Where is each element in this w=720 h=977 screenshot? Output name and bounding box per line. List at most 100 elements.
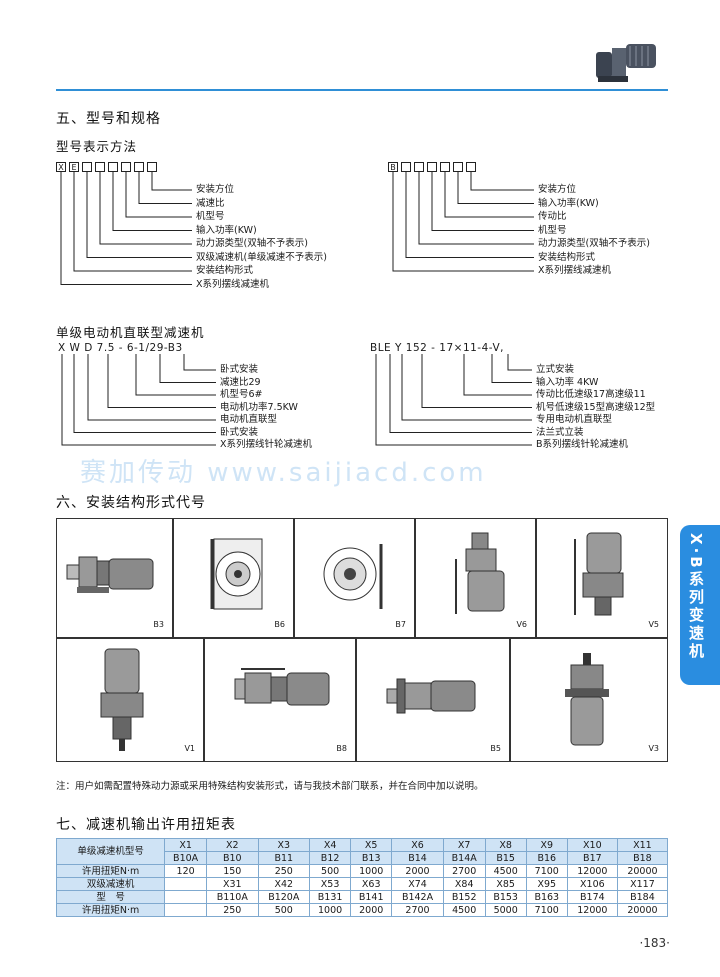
table-cell [164, 890, 208, 904]
table-cell: B153 [484, 890, 527, 904]
table-cell: 7100 [525, 864, 568, 878]
mount-v6: V6 [415, 518, 536, 638]
mount-v6-drawing [455, 532, 505, 614]
leader-line [405, 172, 534, 258]
example-label: 法兰式立装 [536, 426, 584, 438]
table-cell: 150 [206, 864, 259, 878]
code-box [440, 162, 450, 172]
code-box [121, 162, 131, 172]
reducer-motor-logo [596, 44, 656, 82]
table-cell [164, 903, 208, 917]
code-label: X系列摆线减速机 [196, 278, 270, 290]
code-box [82, 162, 92, 172]
leader-line [138, 172, 192, 204]
table-cell: B11 [257, 851, 311, 865]
code-box [95, 162, 105, 172]
mount-b7-label: B7 [395, 620, 406, 629]
table-cell: B142A [391, 890, 444, 904]
leader-line [112, 172, 192, 231]
leader-line [457, 172, 534, 204]
mount-v1-drawing [100, 648, 144, 751]
mount-v5-drawing [574, 532, 624, 616]
table-cell: B15 [484, 851, 527, 865]
table-cell: 许用扭矩N·m [55, 903, 166, 917]
leader-line [125, 172, 192, 218]
example-label: 卧式安装 [220, 364, 259, 375]
table-cell: 型 号 [55, 890, 166, 904]
table-cell: X53 [309, 877, 352, 891]
mount-b6-label: B6 [274, 620, 285, 629]
example-label: 电动机功率7.5KW [220, 401, 298, 413]
table-cell: 20000 [616, 864, 669, 878]
table-cell: 许用扭矩N·m [55, 864, 166, 878]
leader-line [159, 354, 216, 383]
leader-line [86, 172, 192, 258]
table-cell: B110A [206, 890, 259, 904]
mount-b6-drawing [210, 538, 263, 610]
section5-subtitle: 型号表示方法 [56, 139, 138, 154]
mount-v3-label: V3 [648, 744, 659, 753]
example-code-left: X W D 7.5 - 6-1/29-B3 [58, 342, 183, 354]
leader-line [60, 172, 192, 285]
leader-lines [392, 172, 534, 272]
mount-b8: B8 [204, 638, 356, 762]
table-cell: X1 [164, 838, 208, 852]
code-box [453, 162, 463, 172]
code-box [466, 162, 476, 172]
watermark: 赛加传动 www.saijiacd.com [80, 458, 487, 488]
table-row: 单级减速机型号 X1 X2 X3 X4 X5 X6 X7 X8 X9 X10 X… [55, 838, 669, 865]
code-box [108, 162, 118, 172]
section6-title: 六、安装结构形式代号 [56, 495, 206, 511]
table-cell: X84 [442, 877, 486, 891]
section5-title: 五、型号和规格 [56, 111, 161, 127]
code-label: X系列摆线减速机 [538, 265, 612, 276]
table-cell: X74 [391, 877, 444, 891]
table-cell: B14 [391, 851, 444, 865]
mount-b8-label: B8 [336, 744, 347, 753]
table-cell: 2000 [391, 864, 444, 878]
code-label: 动力源类型(双轴不予表示) [196, 238, 308, 249]
table-cell: B152 [442, 890, 486, 904]
table-cell: 250 [257, 864, 311, 878]
mount-b8-drawing [234, 668, 330, 706]
leader-line [463, 354, 532, 396]
code-box [414, 162, 424, 172]
header-rule [56, 89, 668, 91]
mount-b3: B3 [56, 518, 173, 638]
single-stage-title: 单级电动机直联型减速机 [56, 325, 205, 340]
example-label: 卧式安装 [220, 426, 259, 438]
mount-b5-label: B5 [490, 744, 501, 753]
mount-b6: B6 [173, 518, 294, 638]
mount-b7: B7 [294, 518, 415, 638]
code-label: 减速比 [196, 197, 225, 209]
table-cell: 双级减速机 [55, 877, 166, 891]
table-cell: X95 [525, 877, 568, 891]
table-row: B10A B10 B11 B12 B13 B14 B14A B15 B16 B1… [57, 851, 669, 865]
example-label: 减速比29 [220, 376, 261, 388]
code-label: 安装方位 [538, 184, 577, 195]
table-cell: 7100 [525, 903, 568, 917]
table-cell: 4500 [484, 864, 527, 878]
mount-b7-drawing [323, 544, 383, 609]
leader-line [418, 172, 534, 245]
leader-line [444, 172, 534, 218]
table-cell: X42 [257, 877, 311, 891]
table-cell: X117 [616, 877, 669, 891]
code-label: 机型号 [538, 224, 567, 236]
table-cell: 1000 [309, 903, 352, 917]
table-cell: X85 [484, 877, 527, 891]
code-box [427, 162, 437, 172]
table-cell: 12000 [566, 903, 618, 917]
torque-table: 单级减速机型号 X1 X2 X3 X4 X5 X6 X7 X8 X9 X10 X… [55, 838, 669, 917]
mount-v1: V1 [56, 638, 204, 762]
table-cell: X4 [309, 838, 352, 852]
table-cell: X2 [206, 838, 259, 852]
example-code-right: BLE Y 152 - 17×11-4-V, [370, 342, 504, 354]
mount-v3-drawing [565, 653, 609, 746]
leader-line [507, 354, 532, 371]
